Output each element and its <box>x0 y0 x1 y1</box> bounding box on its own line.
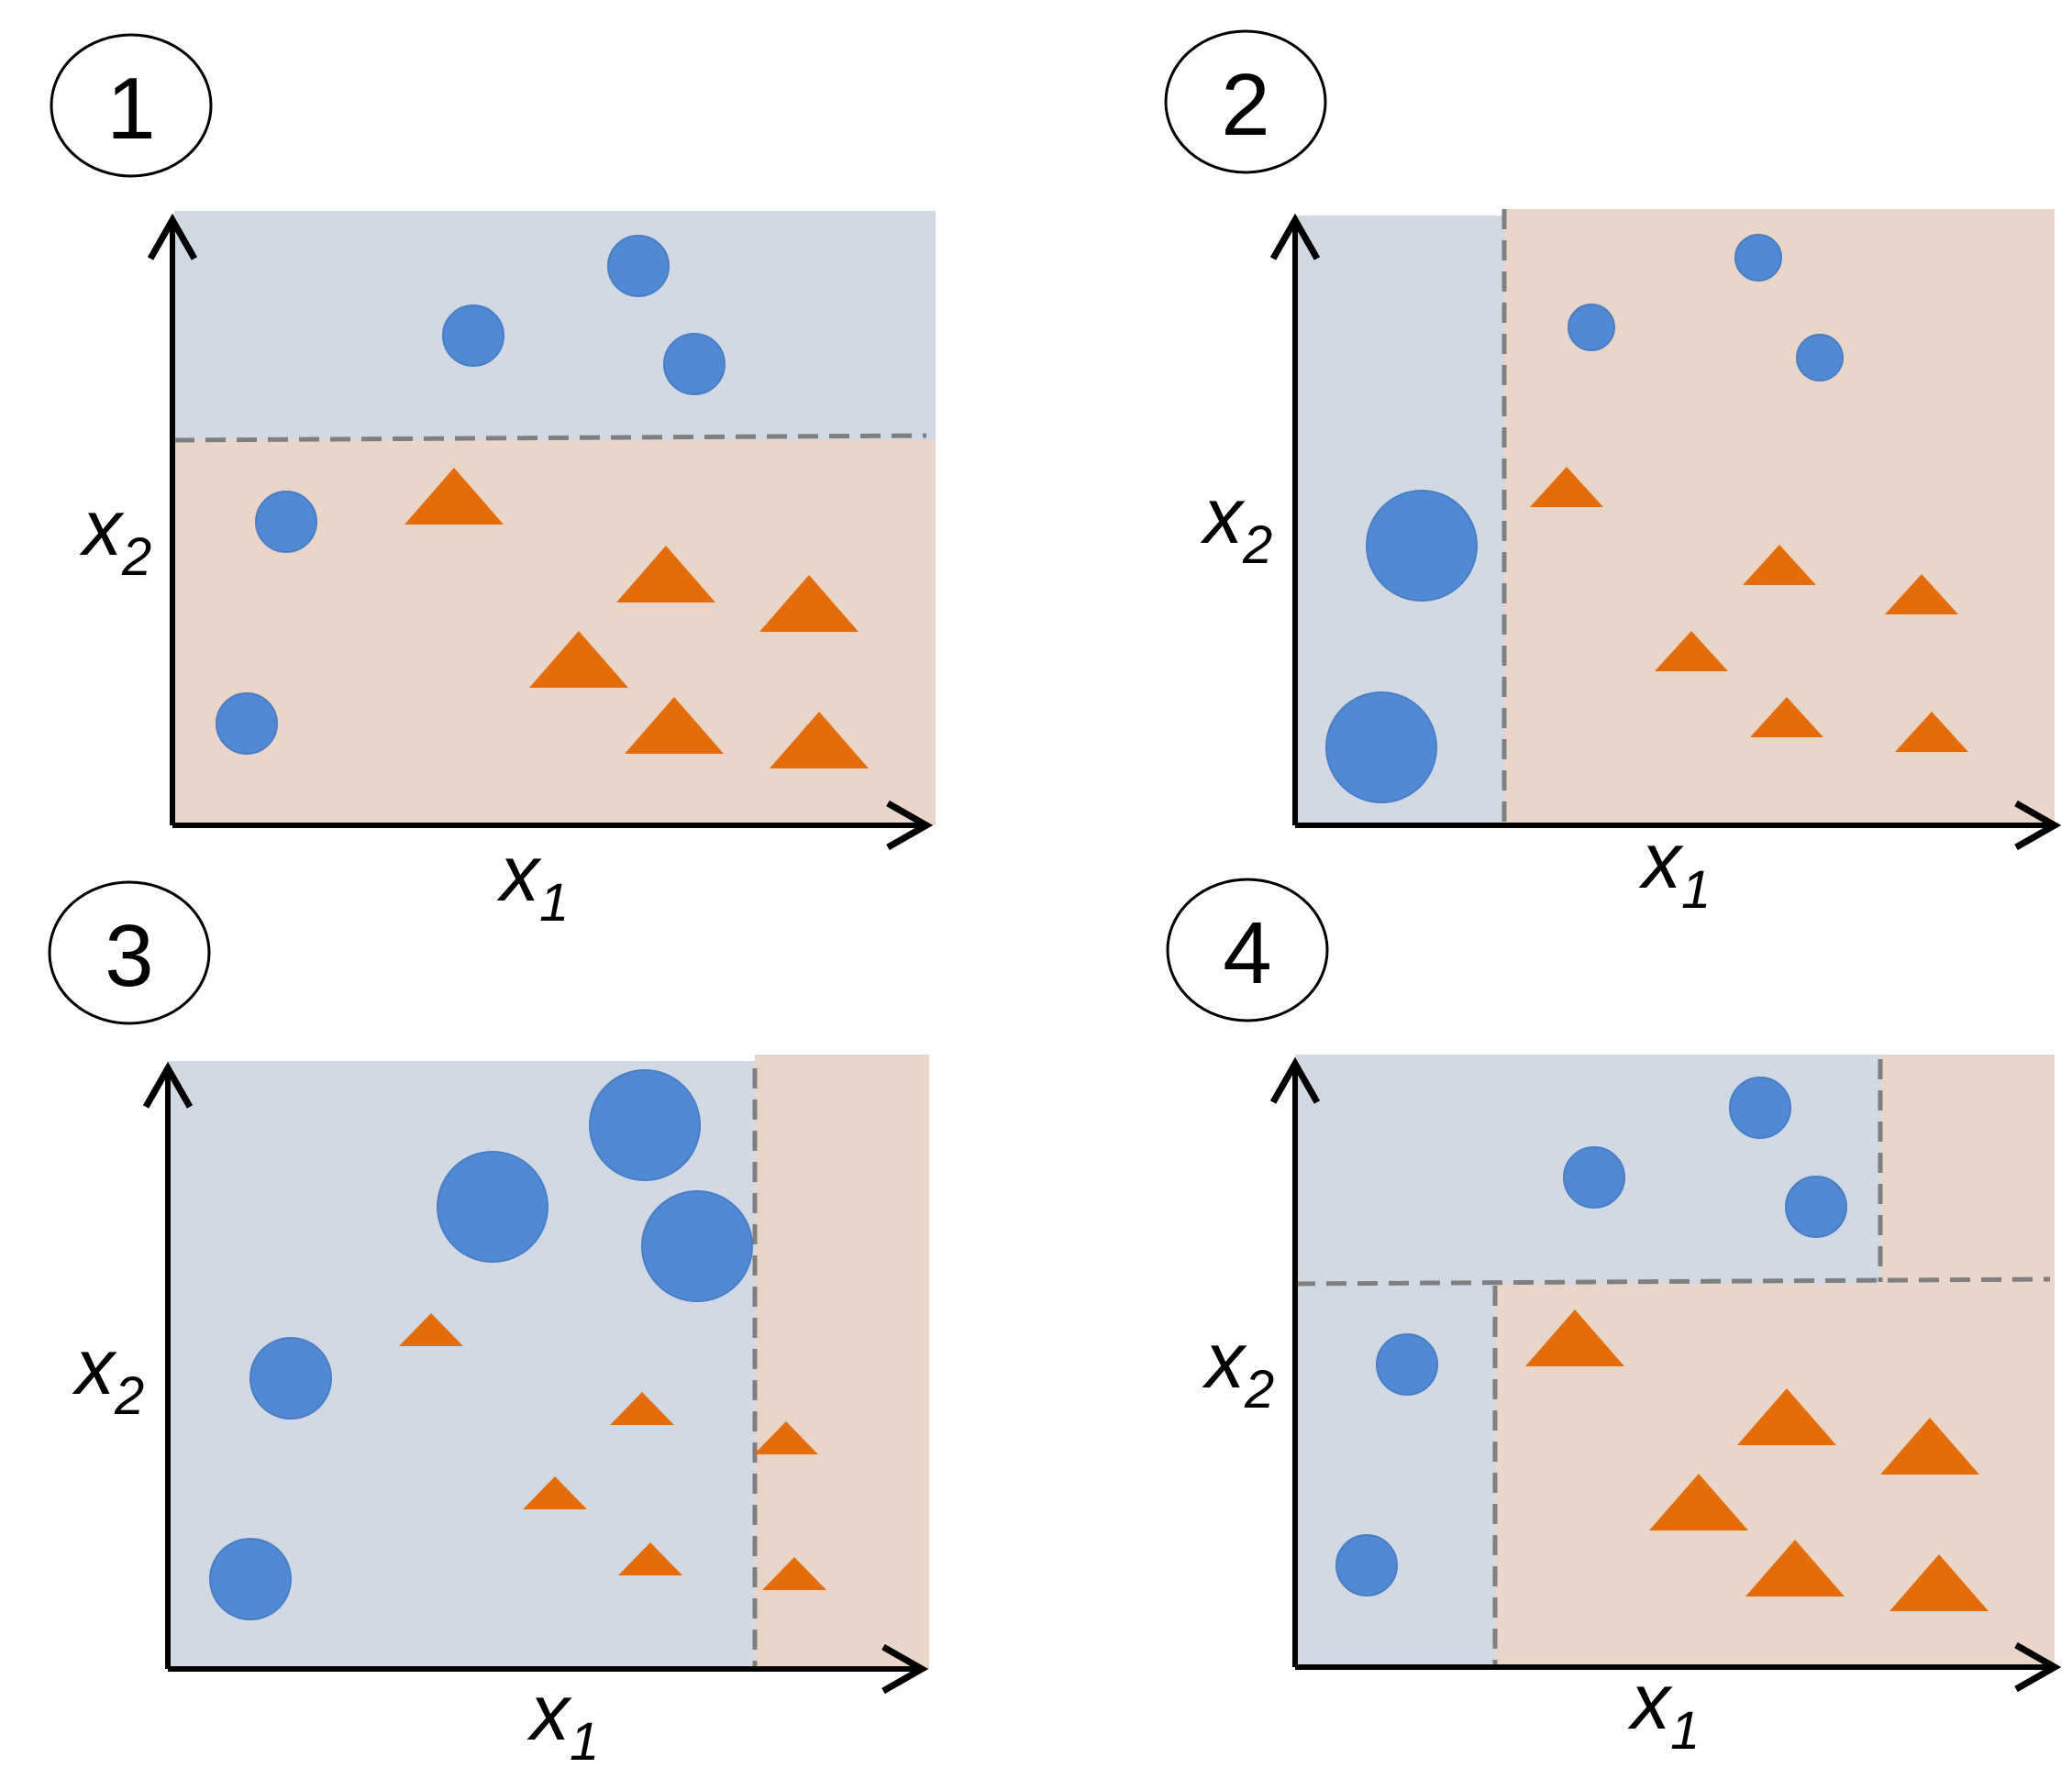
circle-point-weighted <box>589 1069 701 1181</box>
y-axis-label: x2 <box>1202 1317 1274 1420</box>
panel-number-badge <box>1164 29 1327 174</box>
region-orange-right <box>755 1055 929 1669</box>
circle-point <box>1563 1146 1625 1209</box>
x-axis-label: x1 <box>1638 817 1711 920</box>
circle-point <box>607 235 670 297</box>
triangle-point <box>616 546 715 602</box>
x-axis-label: x1 <box>1627 1658 1700 1761</box>
panel-1: 1 x1 x2 <box>50 33 936 933</box>
circle-point <box>1568 304 1615 351</box>
triangle-point <box>1655 631 1728 671</box>
decision-boundary <box>1294 1276 2051 1287</box>
triangle-point <box>1649 1474 1748 1530</box>
circle-point <box>1335 1534 1398 1597</box>
circle-point <box>249 1337 332 1420</box>
panel-number: 4 <box>1223 904 1271 1002</box>
panel-number: 1 <box>106 60 155 158</box>
circle-point-weighted <box>437 1151 548 1263</box>
triangle-point <box>762 1557 826 1590</box>
triangle-point <box>759 575 859 632</box>
panel-number: 2 <box>1221 56 1269 154</box>
circle-point <box>209 1538 292 1620</box>
circle-point <box>442 304 504 367</box>
triangle-point <box>523 1476 587 1509</box>
x-axis-label: x1 <box>496 830 569 933</box>
circle-point-weighted <box>641 1190 753 1302</box>
panel-number-badge <box>48 880 211 1025</box>
triangle-point <box>1743 545 1816 585</box>
region-blue-top <box>174 211 936 440</box>
circle-point <box>1734 234 1782 282</box>
circle-point-weighted <box>1366 490 1478 602</box>
triangle-point <box>1737 1388 1836 1445</box>
triangle-point <box>1885 574 1958 614</box>
triangle-point <box>1745 1540 1845 1597</box>
triangle-point <box>625 697 724 754</box>
circle-point <box>1785 1176 1847 1238</box>
triangle-point <box>754 1421 818 1454</box>
triangle-point <box>770 712 869 768</box>
y-axis-label: x2 <box>79 484 151 587</box>
panel-3: 3 x1 x2 <box>48 880 929 1772</box>
circle-point <box>255 491 317 553</box>
triangle-point <box>399 1313 463 1346</box>
triangle-point <box>1889 1554 1989 1611</box>
triangle-point <box>1530 467 1603 507</box>
circle-point <box>663 333 726 395</box>
triangle-point <box>1895 712 1968 752</box>
panel-number-badge <box>1166 878 1329 1022</box>
triangle-point <box>610 1392 674 1425</box>
circle-point-weighted <box>1325 691 1437 803</box>
x-axis-label: x1 <box>526 1669 599 1772</box>
panel-4: 4 x1 x2 <box>1166 878 2062 1761</box>
circle-point <box>216 692 278 755</box>
y-axis-label: x2 <box>72 1323 144 1426</box>
triangle-point <box>404 468 504 525</box>
region-orange-top-right <box>1880 1055 2055 1284</box>
y-axis-label: x2 <box>1200 472 1272 575</box>
triangle-point <box>529 631 628 688</box>
triangle-point <box>1525 1309 1624 1366</box>
triangle-point <box>1880 1418 1979 1475</box>
triangle-point <box>618 1542 682 1575</box>
circle-point <box>1729 1077 1791 1139</box>
decision-boundary <box>173 433 927 443</box>
circle-point <box>1376 1333 1438 1396</box>
triangle-point <box>1750 697 1823 737</box>
panel-number: 3 <box>105 907 153 1005</box>
panel-number-badge <box>50 33 213 178</box>
panel-2: 2 x1 x2 <box>1164 29 2062 920</box>
circle-point <box>1796 334 1844 381</box>
